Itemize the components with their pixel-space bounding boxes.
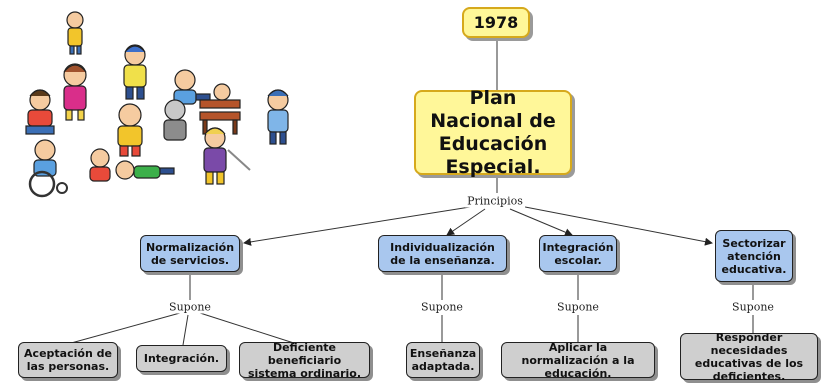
child-figure	[163, 99, 187, 141]
principle-normalizacion: Normalización de servicios.	[140, 235, 240, 272]
bench	[199, 83, 241, 135]
outcome-deficiente-beneficiario: Deficiente beneficiario sistema ordinari…	[239, 340, 370, 380]
root-link-label: Principios	[465, 194, 525, 208]
outcome-aceptacion: Aceptación de las personas.	[18, 342, 118, 378]
outcome-responder-necesidades: Responder necesidades educativas de los …	[680, 330, 818, 383]
supone-label: Supone	[555, 300, 601, 314]
outcome-label: Aceptación de las personas.	[24, 347, 112, 373]
principle-label: Normalización de servicios.	[145, 240, 235, 267]
supone-label: Supone	[730, 300, 776, 314]
outcome-label: Integración.	[143, 352, 220, 365]
child-figure	[25, 89, 55, 135]
outcome-label: Responder necesidades educativas de los …	[694, 330, 804, 383]
outcome-label: Aplicar la normalización a la educación.	[521, 340, 635, 380]
outcome-ensenanza-adaptada: Enseñanza adaptada.	[406, 342, 480, 378]
child-figure	[203, 127, 251, 185]
principle-label: Sectorizar atención educativa.	[721, 236, 787, 276]
supone-label: Supone	[167, 300, 213, 314]
principle-label: Integración escolar.	[542, 240, 614, 267]
child-figure	[63, 63, 87, 121]
outcome-label: Deficiente beneficiario sistema ordinari…	[247, 340, 362, 380]
child-figure	[173, 69, 211, 105]
wheelchair-child	[28, 139, 68, 198]
year-label: 1978	[473, 13, 519, 32]
child-figure	[89, 148, 111, 182]
principle-individualizacion: Individualización de la enseñanza.	[378, 235, 507, 272]
child-figure	[267, 89, 289, 145]
principle-label: Individualización de la enseñanza.	[390, 240, 495, 267]
principle-integracion-escolar: Integración escolar.	[539, 235, 617, 272]
child-figure	[66, 11, 84, 55]
outcome-aplicar-normalizacion: Aplicar la normalización a la educación.	[501, 340, 655, 380]
children-clipart	[25, 11, 289, 198]
child-figure	[115, 160, 175, 180]
principle-sectorizar: Sectorizar atención educativa.	[715, 230, 793, 282]
outcome-integracion: Integración.	[136, 345, 227, 372]
outcome-label: Enseñanza adaptada.	[409, 347, 477, 373]
year-node: 1978	[462, 7, 530, 38]
child-figure	[117, 103, 143, 157]
title-label: Plan Nacional de Educación Especial.	[430, 86, 556, 178]
child-figure	[123, 44, 147, 100]
supone-label: Supone	[419, 300, 465, 314]
title-node: Plan Nacional de Educación Especial.	[414, 87, 572, 178]
